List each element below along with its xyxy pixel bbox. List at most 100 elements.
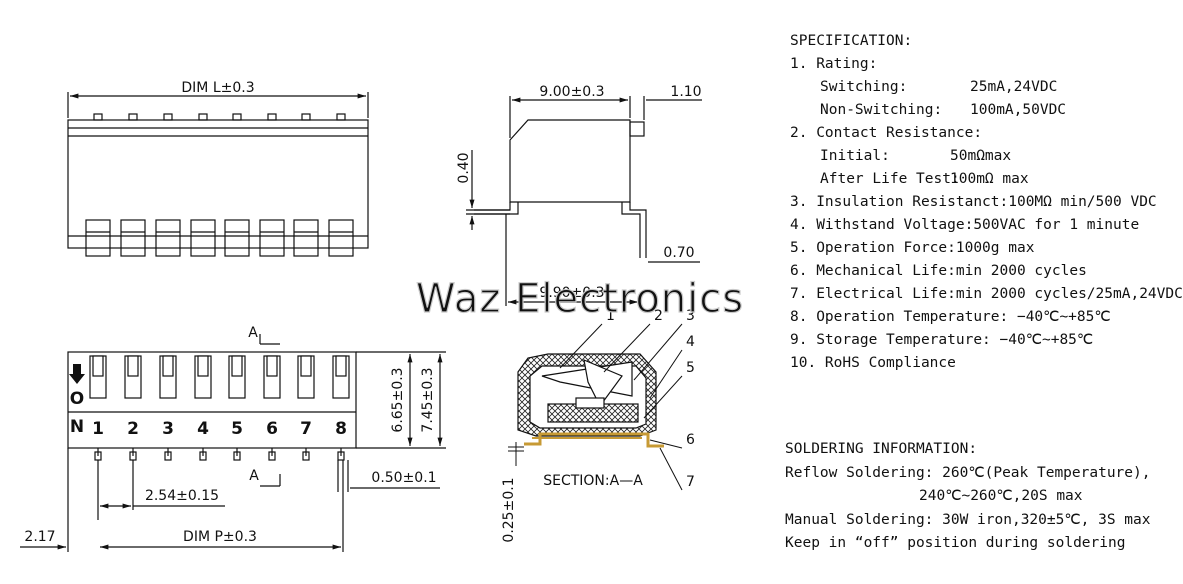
dim-tab: 1.10 (670, 84, 701, 100)
spec-sub-label: Switching: (820, 79, 908, 95)
dim-offset: 2.17 (24, 529, 55, 545)
spec-item: 7. Electrical Life:min 2000 cycles/25mA,… (790, 286, 1183, 302)
technical-drawing: DIM L±0.3 O N 1 2 3 4 5 6 7 8 A (20, 80, 744, 552)
solder-reflow-2: 240℃~260℃,20S max (919, 488, 1083, 504)
dim-pitch: 2.54±0.15 (145, 488, 219, 504)
dim-length: DIM L±0.3 (181, 80, 254, 96)
switch-number: 7 (300, 419, 312, 439)
dim-total: 9.90±0.3 (539, 285, 604, 301)
watermark: Waz Electronics (416, 276, 744, 322)
spec-item: 10. RoHS Compliance (790, 355, 956, 371)
spec-item: Switching: 25mA,24VDC (790, 76, 1150, 99)
switch-knob (92, 355, 104, 377)
solder-note: Keep in “off” position during soldering (785, 535, 1126, 551)
section-callout: 7 (686, 474, 695, 490)
spec-sub-value: 25mA,24VDC (970, 79, 1058, 95)
section-callout: 4 (686, 334, 695, 350)
switch-knob (335, 355, 347, 377)
spec-item: 6. Mechanical Life:min 2000 cycles (790, 263, 1087, 279)
switch-knob (231, 355, 243, 377)
front-view-body (67, 351, 357, 449)
dim-height-2: 7.45±0.3 (420, 367, 436, 432)
switch-number: 8 (335, 419, 347, 439)
spec-item: Non-Switching: 100mA,50VDC (790, 99, 1150, 122)
top-tab (336, 113, 346, 121)
spec-item: 5. Operation Force:1000g max (790, 240, 1035, 256)
top-tab (301, 113, 311, 121)
section-mark-top: A (248, 325, 258, 341)
pin (233, 451, 241, 461)
dim-lead: 0.70 (663, 245, 694, 261)
section-mark-bottom: A (249, 468, 259, 484)
top-tab (163, 113, 173, 121)
section-callout: 3 (686, 308, 695, 324)
actuator (259, 219, 285, 257)
specification-panel: SPECIFICATION: 1. Rating: Switching: 25mA,… (790, 30, 1183, 375)
actuator (328, 219, 354, 257)
spec-item: 2. Contact Resistance: (790, 125, 983, 141)
pin (337, 451, 345, 461)
top-tab (232, 113, 242, 121)
actuator (85, 219, 111, 257)
dim-pin-width: 0.50±0.1 (371, 470, 436, 486)
spec-sub-value: 50mΩmax (950, 148, 1012, 164)
spec-item: 3. Insulation Resistanct:100MΩ min/500 V… (790, 194, 1157, 210)
spec-sub-label: Initial: (820, 148, 890, 164)
spec-item: Initial: 50mΩmax (790, 145, 1150, 168)
switch-knob (300, 355, 312, 377)
down-arrow-icon (69, 364, 85, 384)
switch-knob (127, 355, 139, 377)
solder-reflow: Reflow Soldering: 260℃(Peak Temperature)… (785, 464, 1151, 481)
solder-manual: Manual Soldering: 30W iron,320±5℃, 3S ma… (785, 511, 1151, 528)
dim-lead-thickness: 0.40 (456, 152, 472, 183)
top-view (67, 92, 369, 257)
solder-heading: SOLDERING INFORMATION: (785, 441, 978, 457)
spec-sub-label: Non-Switching: (820, 102, 943, 118)
dim-body: 9.00±0.3 (539, 84, 604, 100)
spec-item: After Life Test:100mΩ max (790, 168, 1150, 191)
pin (302, 451, 310, 461)
section-callout: 5 (686, 360, 695, 376)
switch-number: 6 (266, 419, 278, 439)
switch-knob (162, 355, 174, 377)
side-view-body (509, 119, 631, 203)
on-label-bottom: N (70, 417, 84, 437)
switch-number: 1 (92, 419, 104, 439)
top-tab (93, 113, 103, 121)
spec-sub-value: 100mA,50VDC (970, 102, 1067, 118)
spec-item: 9. Storage Temperature: −40℃~+85℃ (790, 332, 1094, 348)
switch-number: 5 (231, 419, 243, 439)
section-callout: 2 (654, 308, 663, 324)
actuator (224, 219, 250, 257)
top-tab (267, 113, 277, 121)
dim-height-1: 6.65±0.3 (390, 367, 406, 432)
pin (164, 451, 172, 461)
switch-number: 3 (162, 419, 174, 439)
spec-sub-label: After Life Test: (820, 171, 960, 187)
dim-standoff: 0.25±0.1 (501, 477, 517, 542)
switch-knob (197, 355, 209, 377)
section-title: SECTION:A—A (543, 473, 643, 489)
section-callout: 6 (686, 432, 695, 448)
dim-pitch-total: DIM P±0.3 (183, 529, 257, 545)
top-tab (198, 113, 208, 121)
side-view (466, 96, 702, 306)
on-label-top: O (70, 389, 84, 409)
top-tab (128, 113, 138, 121)
soldering-panel: SOLDERING INFORMATION: Reflow Soldering:… (785, 438, 1155, 556)
section-view (508, 323, 683, 491)
spec-sub-value: 100mΩ max (950, 171, 1029, 187)
spec-heading: SPECIFICATION: (790, 33, 913, 49)
pin (268, 451, 276, 461)
actuator (155, 219, 181, 257)
spec-item: 4. Withstand Voltage:500VAC for 1 minute (790, 217, 1140, 233)
pin (199, 451, 207, 461)
spec-item: 1. Rating: (790, 56, 878, 72)
actuator (120, 219, 146, 257)
top-view-body (67, 119, 369, 249)
actuator (190, 219, 216, 257)
switch-number: 4 (197, 419, 209, 439)
actuator (293, 219, 319, 257)
switch-knob (266, 355, 278, 377)
spec-item: 8. Operation Temperature: −40℃~+85℃ (790, 309, 1111, 325)
